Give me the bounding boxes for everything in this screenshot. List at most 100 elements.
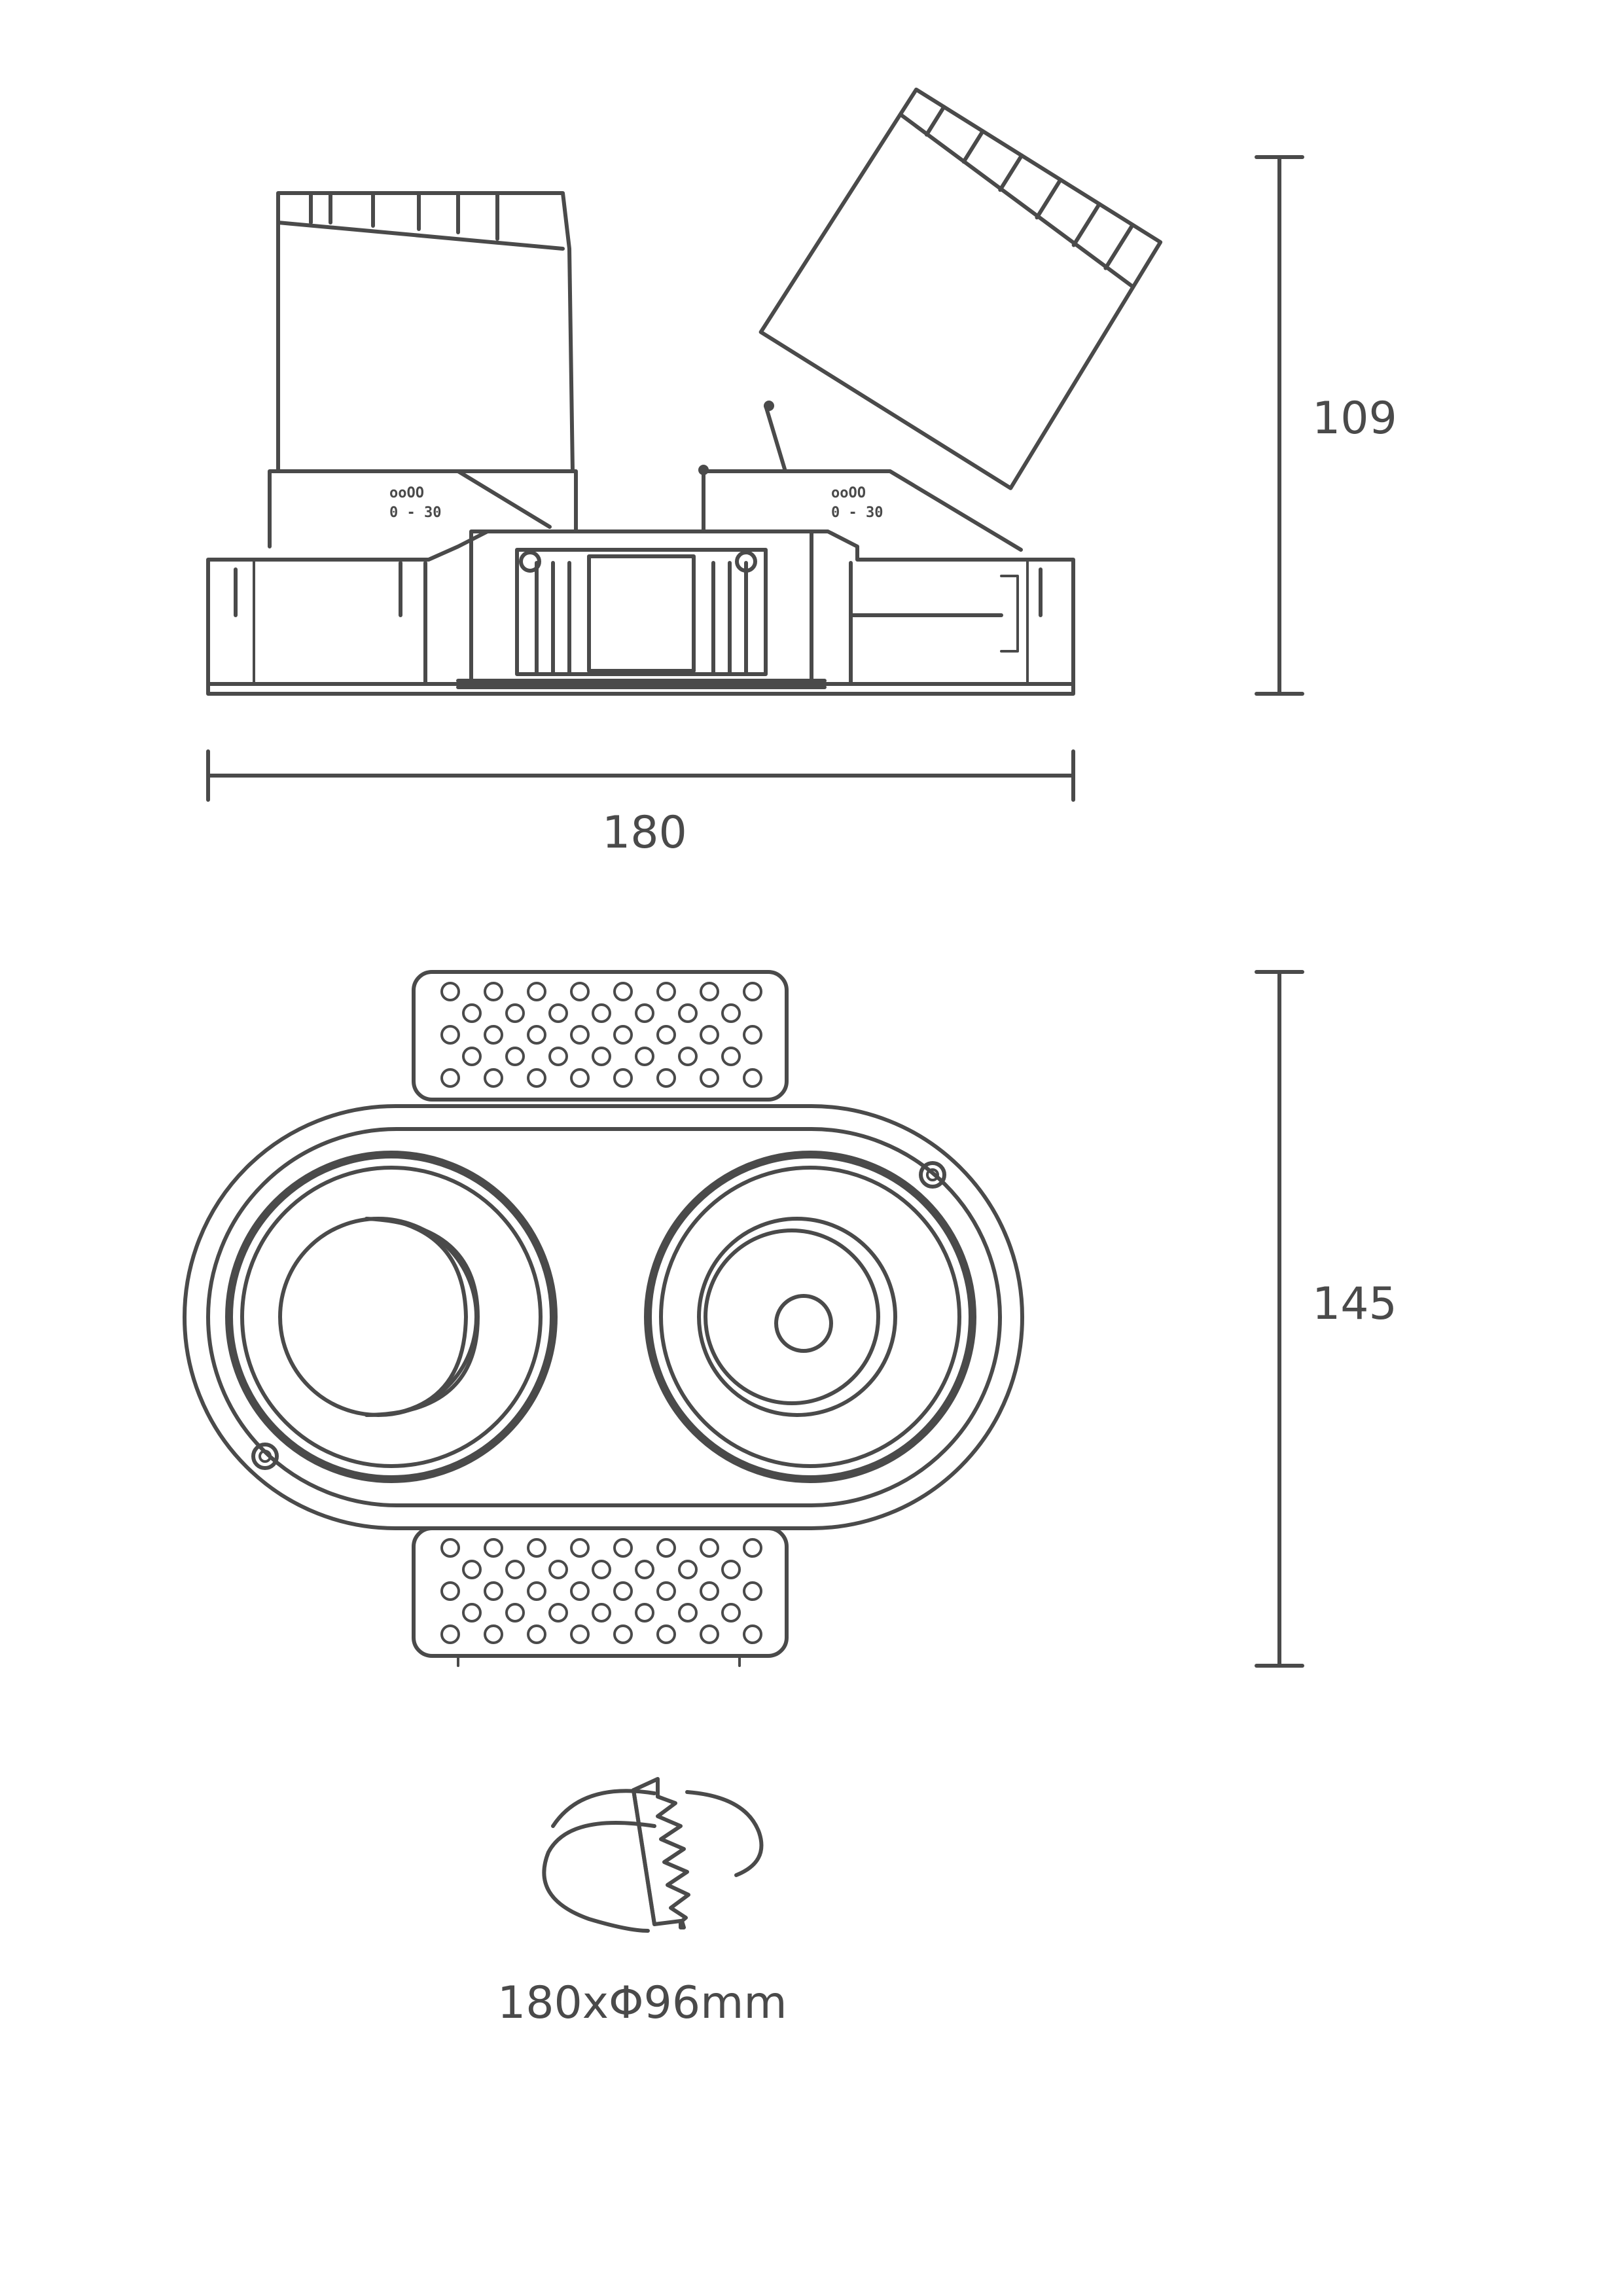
perforation-hole xyxy=(592,1047,611,1066)
perforation-hole xyxy=(505,1003,525,1023)
perforation-hole xyxy=(570,1068,590,1088)
perforation-hole xyxy=(440,1025,460,1045)
perforation-hole xyxy=(440,1068,460,1088)
left-lamp-body xyxy=(276,191,575,473)
perforation-hole xyxy=(743,1581,762,1601)
perforation-hole xyxy=(484,1581,503,1601)
perforation-hole xyxy=(678,1003,698,1023)
perforation-hole xyxy=(505,1047,525,1066)
perforation-hole xyxy=(721,1003,741,1023)
perforation-hole xyxy=(484,982,503,1001)
perforation-hole xyxy=(570,1581,590,1601)
perforation-hole xyxy=(484,1624,503,1644)
perforation-hole xyxy=(592,1560,611,1579)
dimension-height-109 xyxy=(1255,155,1304,696)
base-frame xyxy=(206,529,1075,696)
perforation-hole xyxy=(700,1068,719,1088)
top-view xyxy=(183,970,1024,1667)
right-lamp-lens xyxy=(774,1294,833,1353)
perforation-hole xyxy=(743,982,762,1001)
dimension-width-180 xyxy=(206,749,1075,802)
perforation-hole xyxy=(484,1025,503,1045)
perforation-hole xyxy=(527,1581,546,1601)
dimension-label-145: 145 xyxy=(1312,1278,1397,1330)
perforation-hole xyxy=(721,1560,741,1579)
perforation-hole xyxy=(721,1603,741,1623)
perforation-hole xyxy=(656,1025,676,1045)
perforation-hole xyxy=(678,1603,698,1623)
perforation-hole xyxy=(592,1603,611,1623)
perforation-hole xyxy=(440,982,460,1001)
cutout-icon xyxy=(542,1777,764,1933)
perforation-hole xyxy=(548,1560,568,1579)
perforation-hole xyxy=(635,1560,654,1579)
side-view: ooOO 0 - 30 ooOO 0 - 30 xyxy=(206,87,1163,696)
perforation-hole xyxy=(440,1581,460,1601)
perforation-hole xyxy=(656,982,676,1001)
perforation-hole xyxy=(743,1068,762,1088)
perforation-hole xyxy=(635,1003,654,1023)
right-lamp-body xyxy=(758,87,1163,490)
perforation-hole xyxy=(678,1047,698,1066)
perforation-hole xyxy=(721,1047,741,1066)
perforation-hole xyxy=(462,1003,482,1023)
dimension-height-145 xyxy=(1255,970,1304,1668)
perforation-hole xyxy=(462,1603,482,1623)
perforation-hole xyxy=(570,982,590,1001)
perforation-hole xyxy=(505,1603,525,1623)
saw-blade xyxy=(632,1777,690,1929)
right-lamp-ring xyxy=(644,1151,976,1483)
outer-trim xyxy=(183,1104,1024,1530)
cutout-label: 180xΦ96mm xyxy=(497,1977,787,2029)
perforation-hole xyxy=(678,1560,698,1579)
perforation-hole xyxy=(548,1003,568,1023)
perforation-hole xyxy=(700,1538,719,1558)
perforation-hole xyxy=(440,1624,460,1644)
perforation-hole xyxy=(635,1047,654,1066)
perforation-hole xyxy=(484,1068,503,1088)
tilt-label-right: 0 - 30 xyxy=(831,505,883,521)
right-lamp-reflector xyxy=(697,1217,897,1417)
perforation-hole xyxy=(635,1603,654,1623)
tilt-label-left-icons: ooOO xyxy=(389,485,424,501)
perforation-hole xyxy=(743,1624,762,1644)
perforation-hole xyxy=(700,982,719,1001)
perforation-hole xyxy=(613,1068,633,1088)
perforation-hole xyxy=(613,982,633,1001)
perforation-hole xyxy=(548,1603,568,1623)
lower-clip-plate xyxy=(412,1526,789,1658)
upper-clip-plate xyxy=(412,970,789,1102)
perforation-hole xyxy=(656,1624,676,1644)
perforation-hole xyxy=(527,982,546,1001)
perforation-hole xyxy=(527,1025,546,1045)
perforation-hole xyxy=(570,1538,590,1558)
dimension-label-180: 180 xyxy=(602,807,687,859)
perforation-hole xyxy=(656,1581,676,1601)
tilt-label-right-icons: ooOO xyxy=(831,485,866,501)
tilt-label-left: 0 - 30 xyxy=(389,505,441,521)
perforation-hole xyxy=(743,1538,762,1558)
lower-hole-grid xyxy=(440,1538,762,1644)
perforation-hole xyxy=(548,1047,568,1066)
perforation-hole xyxy=(613,1624,633,1644)
perforation-hole xyxy=(656,1538,676,1558)
left-lamp-ring xyxy=(225,1151,558,1483)
perforation-hole xyxy=(700,1581,719,1601)
dimension-label-109: 109 xyxy=(1312,393,1397,444)
perforation-hole xyxy=(527,1068,546,1088)
perforation-hole xyxy=(462,1560,482,1579)
perforation-hole xyxy=(570,1025,590,1045)
perforation-hole xyxy=(462,1047,482,1066)
perforation-hole xyxy=(484,1538,503,1558)
perforation-hole xyxy=(743,1025,762,1045)
perforation-hole xyxy=(613,1025,633,1045)
perforation-hole xyxy=(592,1003,611,1023)
perforation-hole xyxy=(656,1068,676,1088)
perforation-hole xyxy=(505,1560,525,1579)
upper-hole-grid xyxy=(440,982,762,1088)
perforation-hole xyxy=(613,1581,633,1601)
perforation-hole xyxy=(700,1025,719,1045)
perforation-hole xyxy=(440,1538,460,1558)
perforation-hole xyxy=(613,1538,633,1558)
